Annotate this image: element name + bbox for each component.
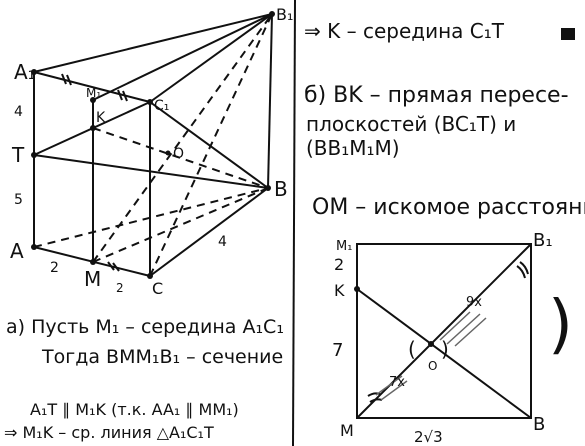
square-m-label: M <box>340 421 354 440</box>
vertex-c1-label: C₁ <box>154 98 169 114</box>
right-line-3: плоскостей (BC₁T) и <box>306 112 516 136</box>
square-bottom-length: 2√3 <box>414 428 443 446</box>
vertex-a-label: A <box>10 239 24 263</box>
vertex-b-label: B <box>274 177 288 201</box>
edge-label-cb: 4 <box>218 234 227 250</box>
edge-label-a1t: 4 <box>14 104 23 120</box>
square-top-length: 2 <box>334 255 344 274</box>
vertex-m1-label: M₁ <box>86 86 101 100</box>
prism-points <box>31 11 275 279</box>
square-b1-label: B₁ <box>533 230 553 251</box>
edge-label-ta: 5 <box>14 192 23 208</box>
square-9x-label: 9x <box>466 295 482 310</box>
scribble-mark <box>561 28 575 40</box>
right-line-2: б) BK – прямая пересе- <box>304 83 569 108</box>
square-m1-label: M₁ <box>336 239 352 254</box>
left-line-1: а) Пусть M₁ – середина A₁C₁ <box>6 316 284 338</box>
section-square <box>356 243 532 419</box>
vertex-a1-label: A₁ <box>14 60 36 84</box>
edge-label-am: 2 <box>50 260 59 276</box>
square-paren-left: ( <box>408 337 416 361</box>
prism-figure <box>33 13 273 277</box>
square-left-length: 7 <box>332 340 343 361</box>
left-line-4: ⇒ M₁K – ср. линия △A₁C₁T <box>4 423 214 442</box>
right-line-1: ⇒ K – середина C₁T <box>304 19 505 43</box>
square-7x-label: 7x <box>389 375 405 390</box>
hatching <box>375 311 487 401</box>
vertex-m-label: M <box>84 267 101 291</box>
square-b-label: B <box>533 414 545 435</box>
vertex-o-label: O <box>173 146 184 162</box>
vertex-c-label: C <box>152 279 163 298</box>
vertex-b1-label: B₁ <box>276 5 293 24</box>
right-line-5: OM – искомое расстояние <box>312 195 585 220</box>
large-brace: ) <box>548 288 573 362</box>
left-line-2: Тогда BMM₁B₁ – сечение <box>41 346 283 368</box>
edge-label-mc: 2 <box>116 281 124 295</box>
square-k-label: K <box>334 281 345 300</box>
vertex-t-label: T <box>11 143 25 167</box>
page-divider <box>292 0 296 446</box>
square-paren-right: ) <box>441 337 449 361</box>
square-o-label: O <box>428 359 437 373</box>
square-points <box>354 286 434 347</box>
vertex-k-label: K <box>96 110 106 126</box>
right-line-4: (BB₁M₁M) <box>306 136 400 160</box>
left-line-3: A₁T ∥ M₁K (т.к. AA₁ ∥ MM₁) <box>30 400 239 419</box>
